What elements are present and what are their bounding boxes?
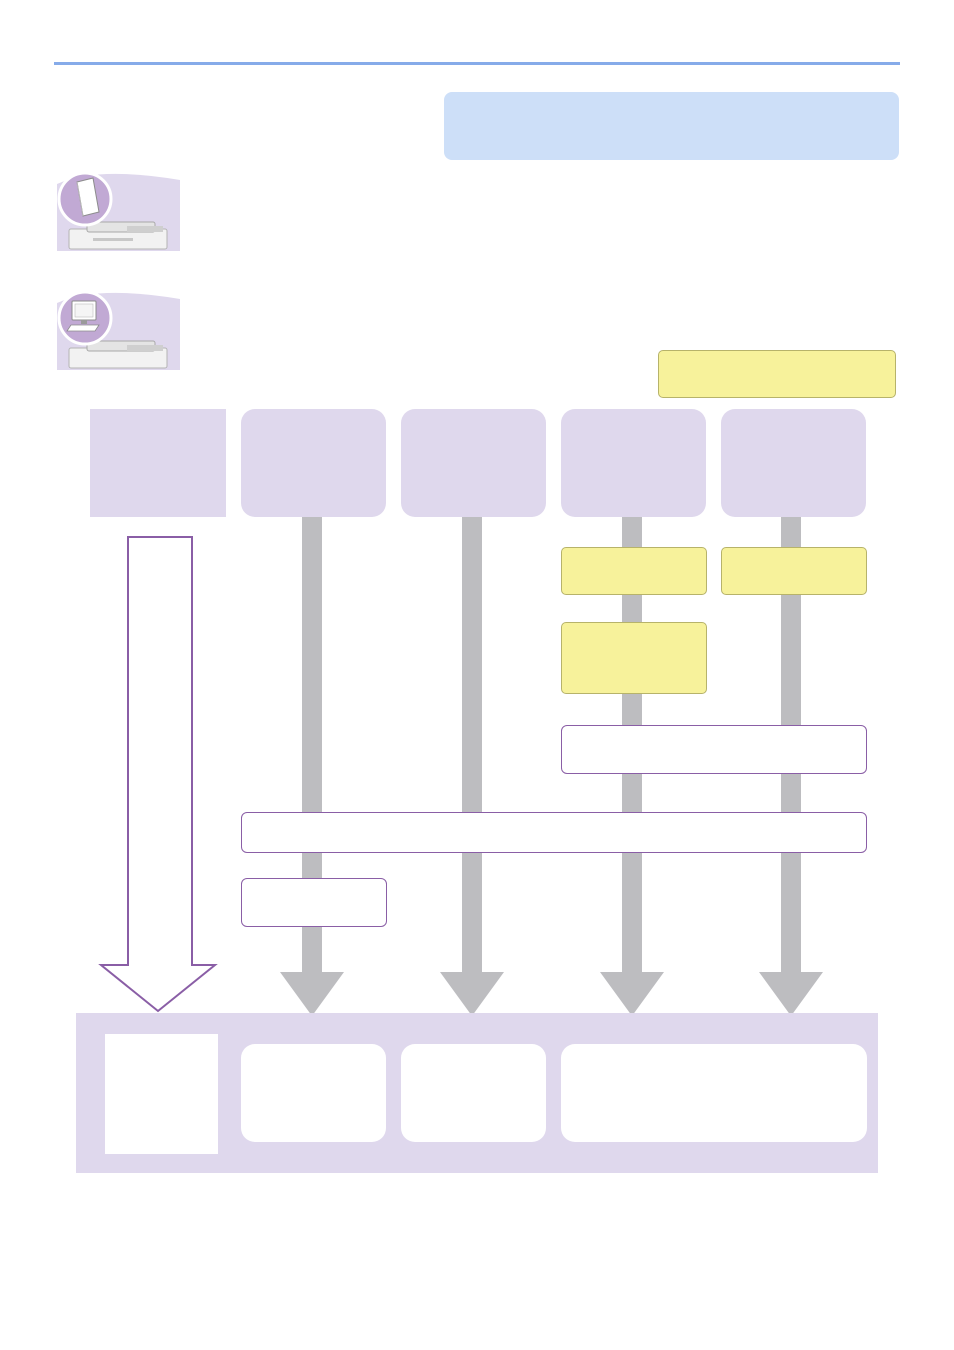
- note-col4-a-text: [722, 543, 734, 570]
- result-box-third: [401, 1044, 546, 1142]
- note-col3-a: [561, 547, 707, 595]
- step-col1-only-text: [242, 874, 254, 901]
- arrow-shaft-2: [462, 517, 482, 975]
- arrow-head-1: [280, 972, 344, 1016]
- title-box: [444, 92, 899, 160]
- step-span-cols1to4: [241, 812, 867, 853]
- note-col3-b-text: [562, 618, 574, 645]
- result-box-second: [241, 1044, 386, 1142]
- result-box-first: [105, 1034, 218, 1154]
- title-text: [444, 87, 456, 114]
- arrow-head-3: [600, 972, 664, 1016]
- step-col1-only: [241, 878, 387, 927]
- column-header-3: [561, 409, 706, 517]
- column-header-3-text: [561, 404, 573, 431]
- column-header-0: [90, 409, 226, 517]
- note-col3-a-text: [562, 543, 574, 570]
- note-col4-a: [721, 547, 867, 595]
- result-box-fourth: [561, 1044, 867, 1142]
- column-header-1-text: [241, 404, 253, 431]
- column-header-2-text: [401, 404, 413, 431]
- result-third-text: [401, 1039, 413, 1066]
- column-header-4-text: [721, 404, 733, 431]
- column-header-2: [401, 409, 546, 517]
- note-top-right: [658, 350, 896, 398]
- note-top-right-text: [659, 346, 671, 373]
- computer-on-scanner-icon: [57, 285, 180, 370]
- column-header-1: [241, 409, 386, 517]
- column-header-4: [721, 409, 866, 517]
- document-on-scanner-icon: [57, 166, 180, 251]
- note-col3-b: [561, 622, 707, 694]
- column-header-0-text: [90, 404, 102, 431]
- arrow-head-4: [759, 972, 823, 1016]
- step-span-cols34-text: [562, 721, 574, 748]
- step-span-cols1to4-text: [242, 808, 254, 835]
- result-fourth-text: [561, 1039, 573, 1066]
- result-first-text: [105, 1029, 117, 1056]
- arrow-head-2: [440, 972, 504, 1016]
- step-span-cols34: [561, 725, 867, 774]
- header-rule: [54, 62, 900, 65]
- result-second-text: [241, 1039, 253, 1066]
- arrow-left-outline: [98, 536, 218, 1013]
